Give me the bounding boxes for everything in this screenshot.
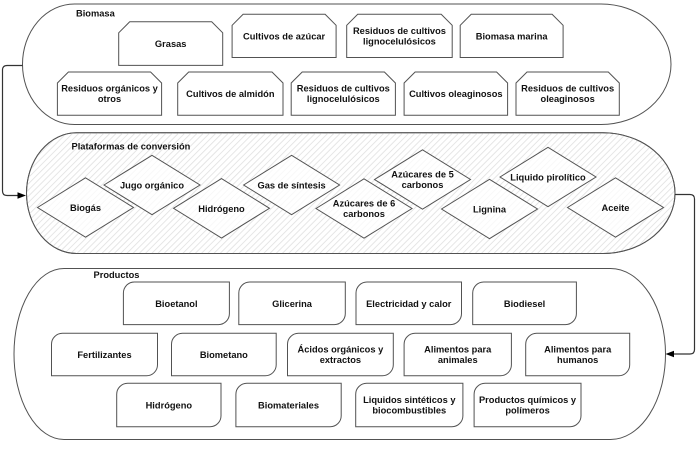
svg-text:humanos: humanos [557, 355, 598, 365]
svg-text:Productos: Productos [94, 270, 140, 280]
svg-text:Alimentos para: Alimentos para [544, 345, 612, 355]
svg-text:lignocelulósicos: lignocelulósicos [307, 94, 380, 104]
svg-text:animales: animales [438, 355, 478, 365]
svg-text:Azúcares de 5: Azúcares de 5 [391, 170, 454, 180]
svg-text:Liquido pirolítico: Liquido pirolítico [510, 173, 586, 183]
svg-text:Gas de síntesis: Gas de síntesis [257, 181, 325, 191]
svg-text:Cultivos de azúcar: Cultivos de azúcar [243, 31, 326, 41]
svg-text:Biomasa: Biomasa [76, 9, 116, 19]
svg-text:Cultivos oleaginosos: Cultivos oleaginosos [409, 89, 503, 99]
svg-text:Electricidad y calor: Electricidad y calor [366, 299, 452, 309]
svg-text:Residuos de cultivos: Residuos de cultivos [521, 84, 614, 94]
svg-text:polímeros: polímeros [505, 406, 549, 416]
svg-text:Grasas: Grasas [155, 39, 187, 49]
svg-text:Biodiesel: Biodiesel [504, 299, 545, 309]
svg-text:Alimentos para: Alimentos para [424, 345, 492, 355]
svg-text:Glicerina: Glicerina [272, 299, 313, 309]
svg-text:Hidrógeno: Hidrógeno [146, 401, 193, 411]
svg-text:Hidrógeno: Hidrógeno [198, 204, 245, 214]
svg-text:extractos: extractos [320, 355, 361, 365]
svg-text:carbonos: carbonos [402, 180, 444, 190]
svg-text:Plataformas de conversión: Plataformas de conversión [72, 142, 191, 152]
svg-text:Cultivos de almidón: Cultivos de almidón [186, 89, 275, 99]
svg-text:Ácidos orgánicos y: Ácidos orgánicos y [298, 345, 385, 355]
svg-text:otros: otros [98, 94, 121, 104]
svg-text:Biometano: Biometano [200, 350, 248, 360]
svg-text:Biomasa marina: Biomasa marina [476, 31, 549, 41]
svg-text:Aceite: Aceite [602, 203, 630, 213]
svg-text:biocombustibles: biocombustibles [372, 406, 446, 416]
svg-text:Liquidos sintéticos y: Liquidos sintéticos y [363, 395, 456, 405]
svg-text:Productos químicos y: Productos químicos y [479, 395, 577, 405]
svg-text:Biogás: Biogás [70, 203, 101, 213]
svg-text:Residuos orgánicos y: Residuos orgánicos y [61, 84, 158, 94]
svg-text:Residuos de cultivos: Residuos de cultivos [297, 84, 390, 94]
svg-text:Azúcares de 6: Azúcares de 6 [333, 199, 396, 209]
svg-text:carbonos: carbonos [343, 209, 385, 219]
svg-text:Fertilizantes: Fertilizantes [77, 350, 131, 360]
svg-text:Bioetanol: Bioetanol [155, 299, 197, 309]
svg-text:Biomateriales: Biomateriales [258, 401, 319, 411]
svg-text:oleaginosos: oleaginosos [541, 94, 595, 104]
svg-text:lignocelulósicos: lignocelulósicos [363, 37, 436, 47]
svg-text:Residuos de cultivos: Residuos de cultivos [353, 26, 446, 36]
svg-text:Jugo orgánico: Jugo orgánico [120, 181, 184, 191]
svg-text:Lignina: Lignina [473, 205, 507, 215]
